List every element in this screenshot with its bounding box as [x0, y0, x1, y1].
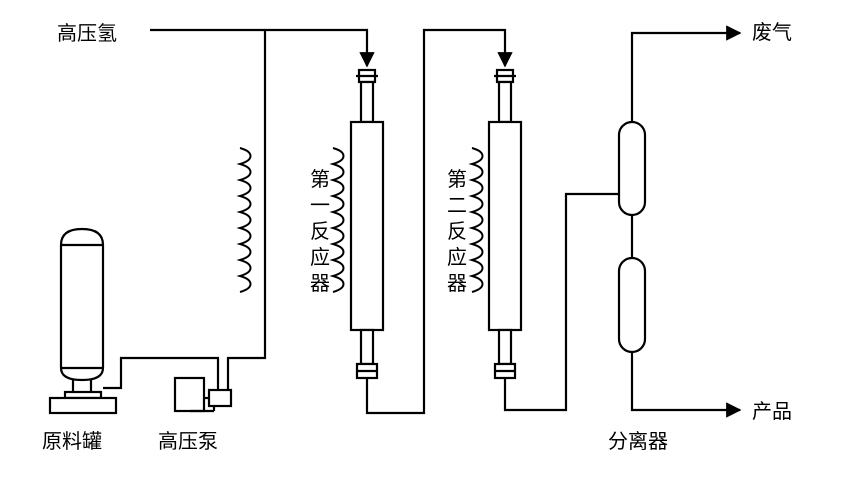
- separator-lower-vessel: [617, 256, 647, 354]
- waste-gas-line: [630, 25, 742, 122]
- feed-tank: [48, 227, 118, 415]
- reactor2-label-char: 应: [447, 245, 467, 269]
- reactor1-label-char: 反: [310, 219, 330, 243]
- reactor2-label-char: 反: [447, 219, 467, 243]
- reactor1-label: 第 一 反 应 器: [310, 167, 330, 295]
- reactor-transfer-line: [365, 28, 513, 415]
- reactor2-label-char: 第: [447, 167, 467, 191]
- reactor2-heating-coil: [468, 147, 484, 293]
- feed-line: [103, 356, 220, 390]
- feed-tank-body: [59, 227, 105, 382]
- separator-label: 分离器: [608, 429, 668, 453]
- pump-head: [207, 388, 233, 408]
- product-label: 产品: [752, 399, 792, 423]
- reactor-2: [468, 68, 523, 386]
- reactor2-label: 第 二 反 应 器: [447, 167, 467, 295]
- reactor2-label-char: 二: [447, 193, 467, 217]
- hydrogen-label: 高压氢: [57, 21, 117, 45]
- reactor1-heating-coil: [329, 147, 345, 293]
- reactor1-label-char: 第: [310, 167, 330, 191]
- feed-tank-label: 原料罐: [42, 429, 102, 453]
- reactor2-shell: [487, 120, 523, 332]
- separator: [617, 120, 647, 354]
- reactor1-label-char: 一: [310, 193, 330, 217]
- reactor2-top-nozzle: [497, 80, 513, 124]
- heating-coil-left: [236, 147, 252, 293]
- reactor2-label-char: 器: [447, 271, 467, 295]
- separator-upper-vessel: [617, 120, 647, 217]
- reactor1-top-nozzle: [359, 80, 375, 124]
- product-line: [630, 352, 742, 418]
- pump-motor: [173, 376, 206, 413]
- hydrogen-branch-line: [226, 30, 267, 390]
- reactor-1: [329, 68, 385, 386]
- pump-label: 高压泵: [158, 429, 218, 453]
- hydrogen-feed-line: [150, 28, 375, 68]
- waste-gas-label: 废气: [752, 20, 792, 44]
- reactor1-label-char: 器: [310, 271, 330, 295]
- feed-tank-foundation: [48, 396, 118, 415]
- reactor2-bottom-nozzle: [497, 328, 513, 366]
- reactor1-shell: [349, 120, 385, 332]
- reactor1-bottom-nozzle: [359, 328, 375, 366]
- high-pressure-pump: [173, 376, 233, 413]
- reactor1-label-char: 应: [310, 245, 330, 269]
- reactor2-outlet-line: [503, 192, 620, 412]
